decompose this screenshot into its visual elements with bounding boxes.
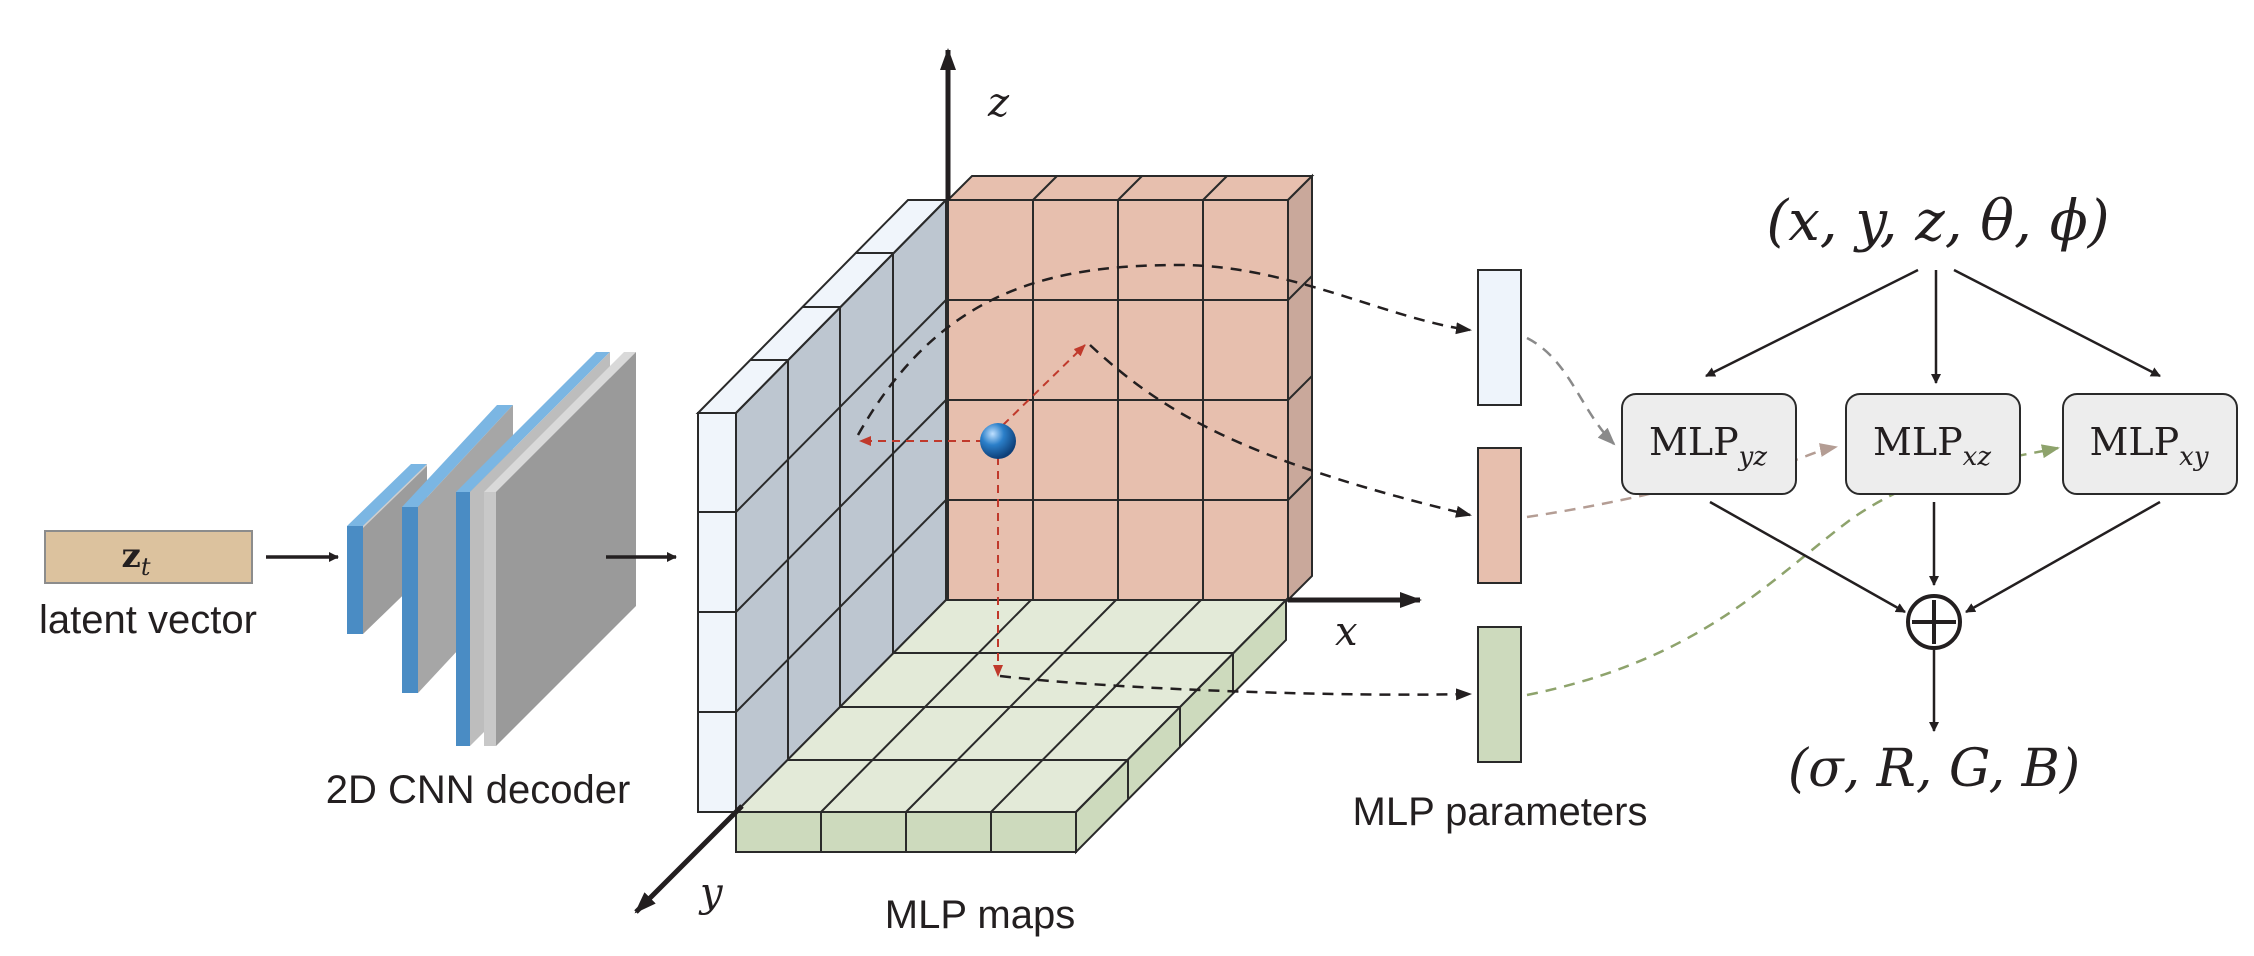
- params-yz-bar: [1477, 269, 1522, 406]
- xz-to-params-arrow: [1089, 344, 1472, 518]
- mlp-xz-box: MLPxz: [1845, 393, 2021, 495]
- latent-vector-box: [44, 530, 253, 584]
- mlp-yz-label: MLPyz: [1649, 420, 1767, 472]
- mlp-maps-label: MLP maps: [885, 893, 1075, 937]
- sum-operator: [1906, 594, 1962, 650]
- mlp-maps: z x y MLP maps: [634, 48, 1422, 937]
- mlp-xy-box: MLPxy: [2062, 393, 2238, 495]
- y-axis-arrow: [634, 804, 744, 914]
- cnn-decoder-label: 2D CNN decoder: [326, 768, 631, 812]
- params-to-mlp-yz-arrow: [1526, 336, 1616, 446]
- params-xz-bar: [1477, 447, 1522, 584]
- x-axis-label: x: [1335, 609, 1358, 655]
- input-to-mlp-xy-arrow: [1953, 268, 2161, 378]
- y-axis-label: y: [698, 870, 724, 916]
- xy-to-params-arrow: [999, 674, 1472, 701]
- mlp-yz-to-sum-arrow: [1709, 500, 1906, 614]
- latent-vector-label: latent vector: [39, 598, 257, 642]
- mlp-parameters: MLP parameters: [1353, 269, 1648, 834]
- mlp-xy-to-sum-arrow: [1965, 500, 2161, 614]
- query-point-sphere: [980, 423, 1016, 459]
- mlp-xz-label: MLPxz: [1873, 420, 1991, 472]
- project-to-xz-arrow: [1002, 344, 1086, 426]
- latent-vector: zt latent vector: [39, 530, 257, 642]
- mlp-xy-label: MLPxy: [2089, 420, 2208, 472]
- mlp-yz-box: MLPyz: [1621, 393, 1797, 495]
- z-axis-label: z: [987, 80, 1010, 126]
- mlp-parameters-label: MLP parameters: [1353, 790, 1648, 834]
- params-xy-bar: [1477, 626, 1522, 763]
- input-to-mlp-yz-arrow: [1705, 268, 1919, 378]
- cnn-decoder: 2D CNN decoder: [326, 352, 636, 812]
- yz-to-params-arrow: [856, 263, 1472, 436]
- input-coordinates: (x, y, z, θ, ϕ): [1766, 189, 2109, 254]
- output-values: (σ, R, G, B): [1788, 739, 2080, 799]
- latent-symbol: zt: [122, 536, 151, 581]
